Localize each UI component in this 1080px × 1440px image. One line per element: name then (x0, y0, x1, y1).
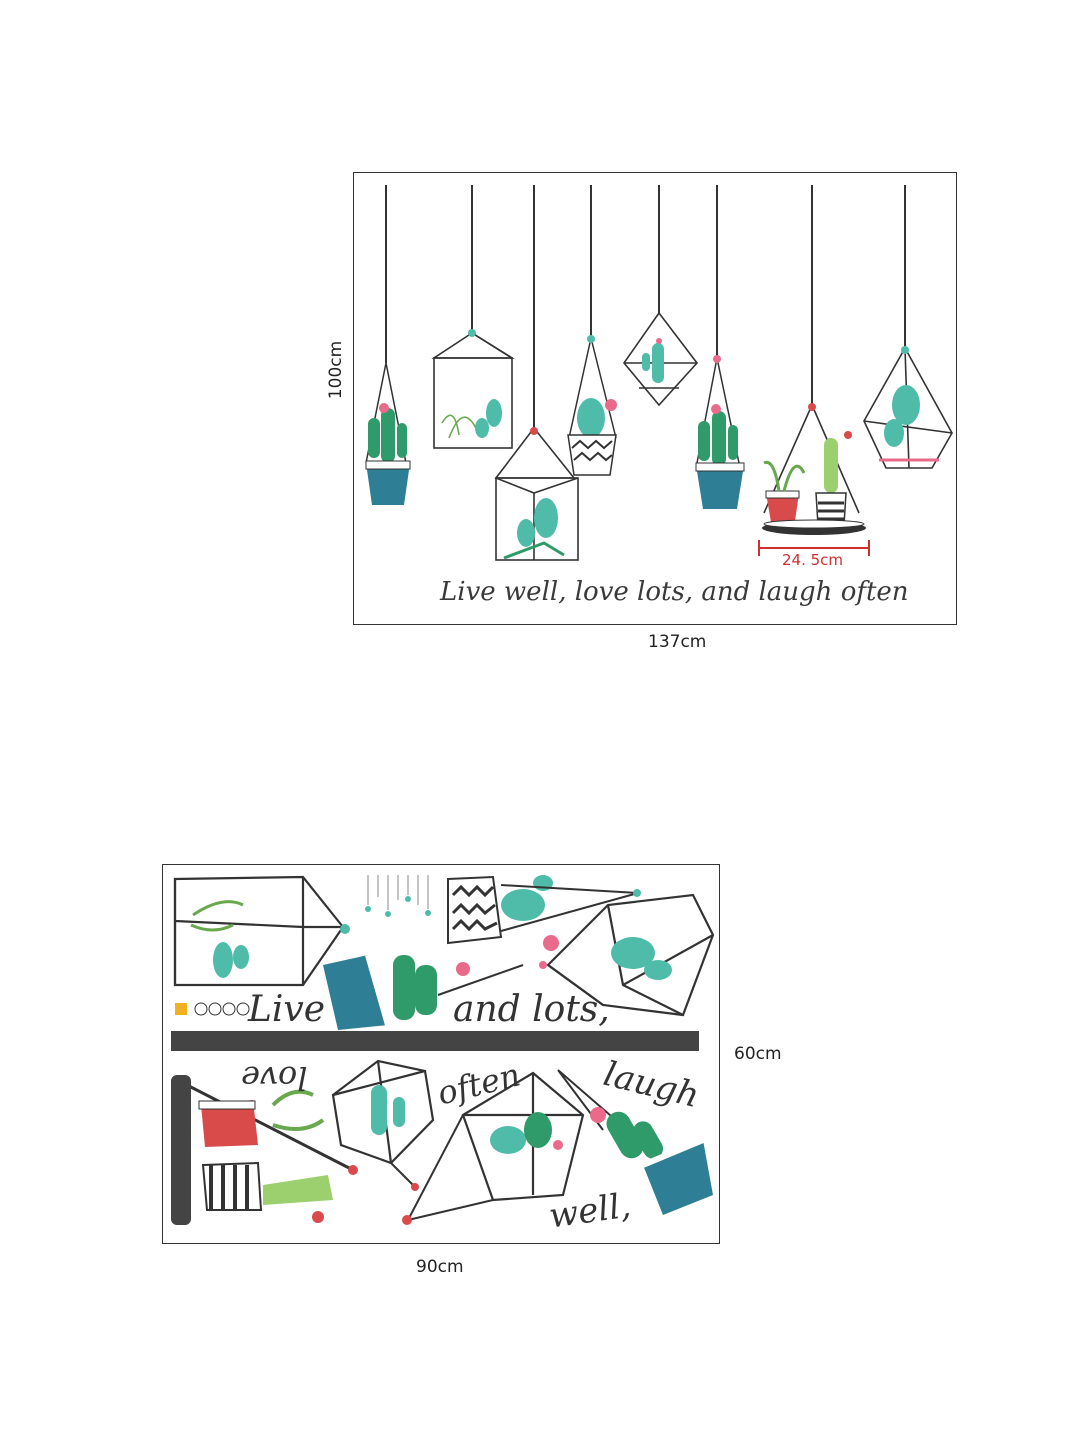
planter-5 (622, 311, 699, 407)
hanging-planters-illustration (365, 185, 953, 561)
pot-width-dimension-line (758, 540, 870, 556)
quote-text: Live well, love lots, and laugh often (440, 577, 909, 607)
top-height-label: 100cm (326, 340, 346, 400)
top-product-image: 24. 5cm Live well, love lots, and laugh … (353, 172, 957, 625)
pot-width-label: 24. 5cm (782, 551, 844, 569)
word-live: Live (248, 989, 326, 1030)
planter-3 (494, 426, 579, 561)
sticker-sheet-illustration (171, 875, 715, 1225)
planter-4 (567, 335, 617, 476)
top-width-label: 137cm (648, 632, 707, 652)
word-love: love (241, 1059, 308, 1097)
planter-7 (762, 403, 866, 535)
word-and-lots: and lots, (453, 989, 610, 1030)
planter-1 (365, 362, 411, 505)
planter-6 (695, 355, 745, 509)
bottom-sticker-sheet: Live and lots, love often laugh well, (162, 864, 720, 1244)
planter-2 (431, 329, 515, 449)
bottom-height-label: 60cm (734, 1044, 782, 1064)
planter-8 (863, 346, 953, 469)
bottom-width-label: 90cm (416, 1257, 464, 1277)
